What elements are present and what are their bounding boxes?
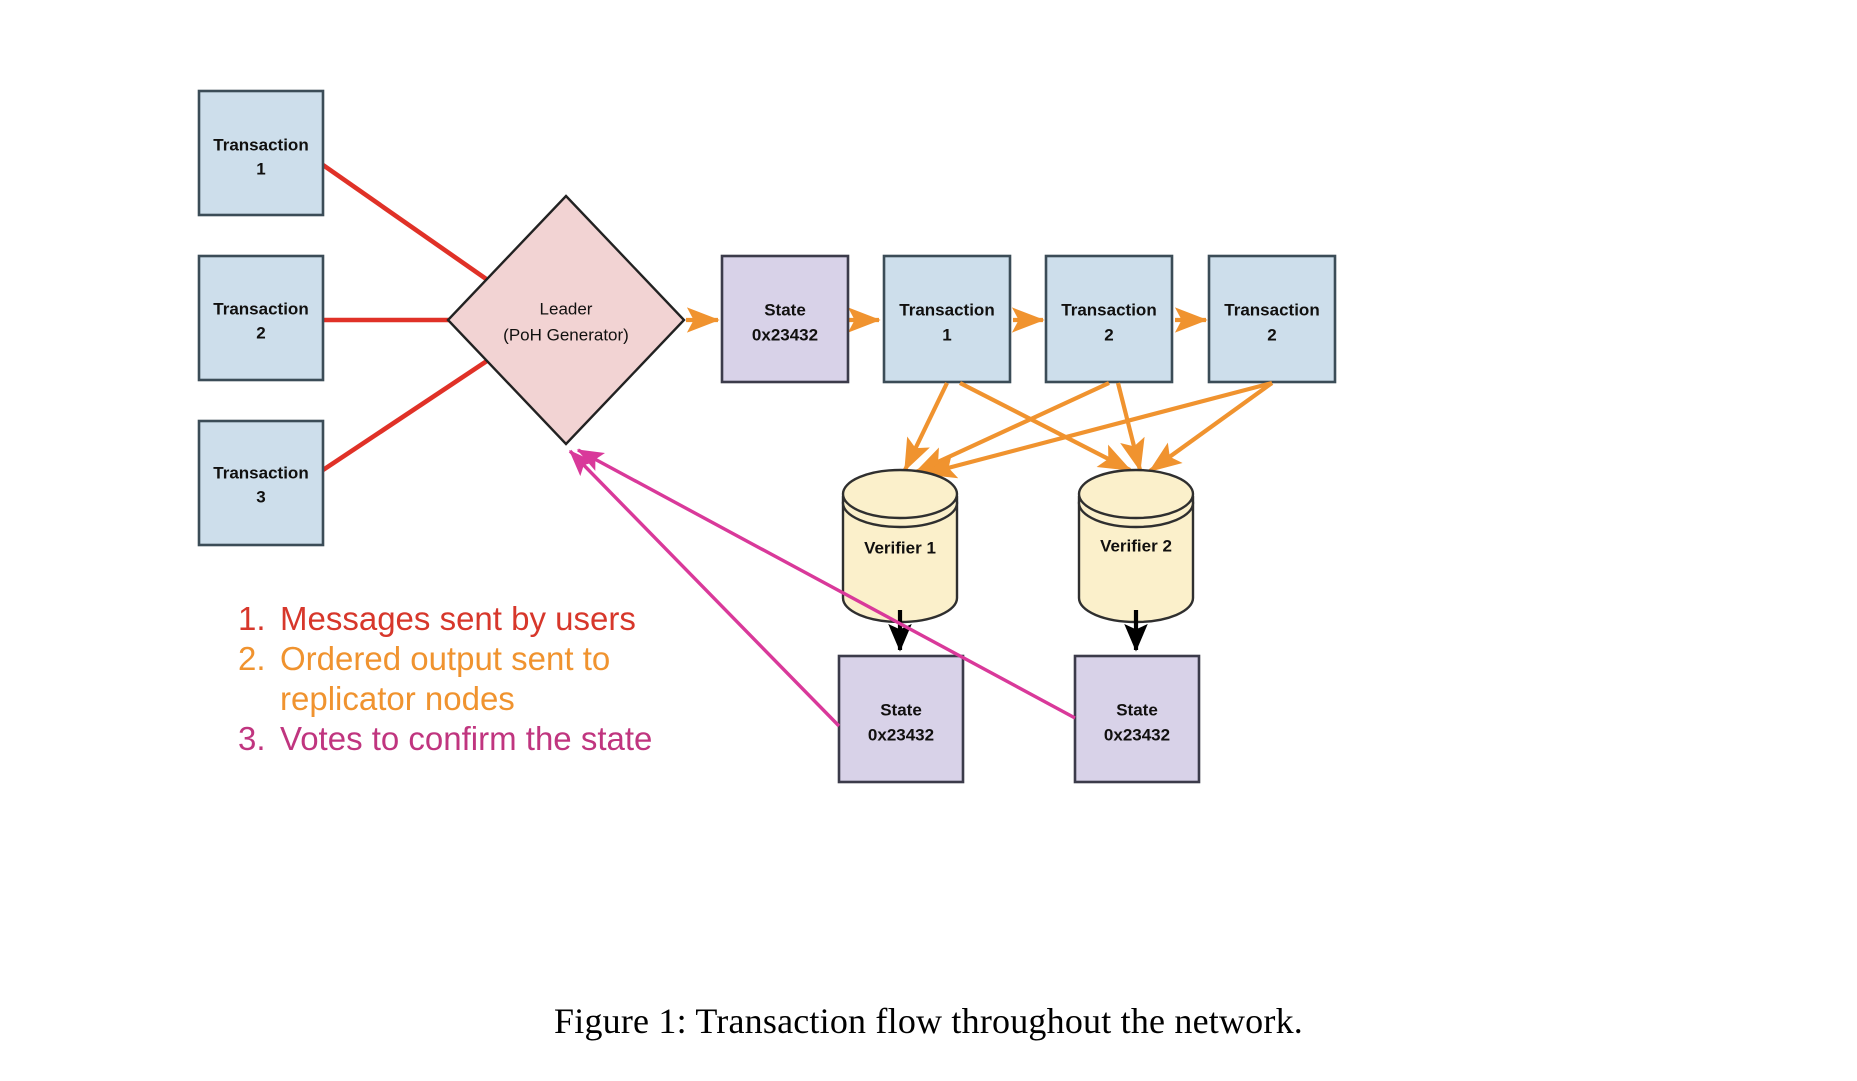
verifier-state-2[interactable]: State 0x23432 xyxy=(1073,654,1201,784)
ledger-transaction-1[interactable]: Transaction 1 xyxy=(882,254,1012,384)
incoming-transaction-1-label-line1: Transaction xyxy=(213,135,308,154)
verifier-state-2-box[interactable] xyxy=(1073,654,1201,784)
verifier-1-cylinder-body[interactable] xyxy=(841,495,959,624)
ledger-state-label-line1: State xyxy=(764,300,806,319)
incoming-transaction-2-label-line2: 2 xyxy=(256,323,265,342)
incoming-transaction-3-label-line1: Transaction xyxy=(213,463,308,482)
ledger-transaction-2-box[interactable] xyxy=(1044,254,1174,384)
verifier-1-cylinder-top xyxy=(841,468,959,520)
leader-diamond-shape[interactable] xyxy=(446,194,686,446)
verifier-2-cylinder-top xyxy=(1077,468,1195,520)
incoming-transaction-3-box[interactable] xyxy=(197,419,325,547)
ledger-transaction-2[interactable]: Transaction 2 xyxy=(1044,254,1174,384)
ledger-state-node[interactable]: State 0x23432 xyxy=(720,254,850,384)
incoming-transaction-3[interactable]: Transaction 3 xyxy=(197,419,325,547)
legend-item-1-text: Messages sent by users xyxy=(280,600,636,637)
leader-node[interactable]: Leader (PoH Generator) xyxy=(446,194,686,446)
ledger-transaction-3-label-line2: 2 xyxy=(1267,325,1276,344)
arrow-ledger-tx2-to-verifier1 xyxy=(914,381,1110,474)
legend-item-2-text: Ordered output sent to xyxy=(280,640,610,677)
arrow-ledger-tx1-to-verifier1 xyxy=(903,382,949,472)
ledger-transaction-3-box[interactable] xyxy=(1207,254,1337,384)
verifier-state-2-label-line1: State xyxy=(1116,700,1158,719)
legend-item-2-number: 2. xyxy=(238,640,266,677)
verifier-state-1-label-line2: 0x23432 xyxy=(868,725,934,744)
verifier-2-label: Verifier 2 xyxy=(1100,536,1172,555)
arrow-state2-vote-to-leader xyxy=(576,448,1076,720)
ledger-transaction-1-label-line1: Transaction xyxy=(899,300,994,319)
incoming-transaction-3-label-line2: 3 xyxy=(256,487,265,506)
legend-item-1-number: 1. xyxy=(238,600,266,637)
ledger-transaction-2-label-line2: 2 xyxy=(1104,325,1113,344)
legend-item-3-text: Votes to confirm the state xyxy=(280,720,652,757)
pink-vote-arrows xyxy=(568,448,1076,728)
incoming-transaction-2-label-line1: Transaction xyxy=(213,299,308,318)
incoming-transaction-1-label-line2: 1 xyxy=(256,159,265,178)
arrow-ledger-tx1-to-verifier2 xyxy=(959,381,1132,472)
figure-caption: Figure 1: Transaction flow throughout th… xyxy=(554,1001,1303,1041)
ledger-state-label-line2: 0x23432 xyxy=(752,325,818,344)
ledger-transaction-3[interactable]: Transaction 2 xyxy=(1207,254,1337,384)
ledger-transaction-1-box[interactable] xyxy=(882,254,1012,384)
verifier-2-node[interactable]: Verifier 2 xyxy=(1077,468,1195,624)
legend: 1. Messages sent by users 2. Ordered out… xyxy=(238,600,652,757)
ledger-transaction-3-label-line1: Transaction xyxy=(1224,300,1319,319)
incoming-transaction-2[interactable]: Transaction 2 xyxy=(197,254,325,382)
legend-item-2-text-line2: replicator nodes xyxy=(280,680,515,717)
verifier-state-1-label-line1: State xyxy=(880,700,922,719)
orange-verifier-fanout-arrows xyxy=(903,380,1274,479)
ledger-transaction-1-label-line2: 1 xyxy=(942,325,951,344)
leader-label-line2: (PoH Generator) xyxy=(503,325,629,344)
verifier-state-1-box[interactable] xyxy=(837,654,965,784)
arrow-ledger-tx3-to-verifier1 xyxy=(923,380,1273,479)
arrow-state1-vote-to-leader xyxy=(568,449,841,728)
ledger-state-box[interactable] xyxy=(720,254,850,384)
arrow-ledger-tx3-to-verifier2 xyxy=(1148,381,1274,473)
verifier-2-cylinder-body[interactable] xyxy=(1077,495,1195,624)
verifier-state-1[interactable]: State 0x23432 xyxy=(837,654,965,784)
incoming-transaction-1-box[interactable] xyxy=(197,89,325,217)
black-verifier-state-arrows xyxy=(888,610,1148,652)
leader-label-line1: Leader xyxy=(540,299,593,318)
verifier-1-node[interactable]: Verifier 1 xyxy=(841,468,959,624)
arrow-ledger-tx2-to-verifier2 xyxy=(1115,382,1145,472)
incoming-transaction-1[interactable]: Transaction 1 xyxy=(197,89,325,217)
legend-item-3-number: 3. xyxy=(238,720,266,757)
ledger-transaction-2-label-line1: Transaction xyxy=(1061,300,1156,319)
incoming-transaction-2-box[interactable] xyxy=(197,254,325,382)
verifier-state-2-label-line2: 0x23432 xyxy=(1104,725,1170,744)
verifier-1-label: Verifier 1 xyxy=(864,538,936,557)
